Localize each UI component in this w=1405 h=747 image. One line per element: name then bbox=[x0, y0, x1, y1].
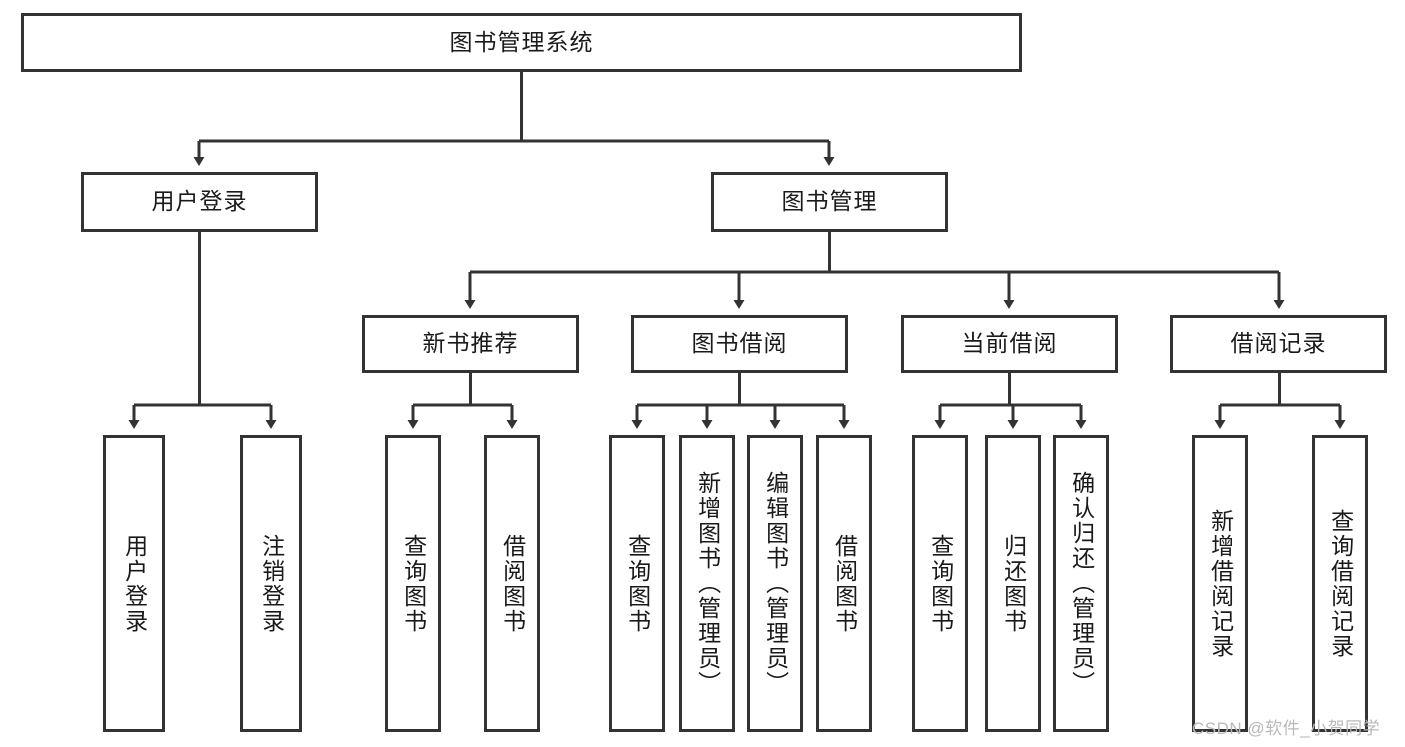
node-leaf-query-borrow-record[interactable]: 查询借阅记录 bbox=[1312, 435, 1368, 732]
csdn-watermark: CSDN @软件_小贺同学 bbox=[1192, 719, 1381, 738]
node-book-management[interactable]: 图书管理 bbox=[711, 172, 948, 232]
node-leaf-query-book-current-label: 查询图书 bbox=[927, 533, 954, 634]
node-leaf-borrow-book-recommend[interactable]: 借阅图书 bbox=[484, 435, 540, 732]
node-leaf-add-book-admin[interactable]: 新增图书（管理员） bbox=[679, 435, 735, 732]
node-user-login-label: 用户登录 bbox=[151, 188, 248, 215]
node-leaf-query-borrow-record-label: 查询借阅记录 bbox=[1327, 508, 1354, 659]
node-leaf-query-book-current[interactable]: 查询图书 bbox=[912, 435, 968, 732]
node-leaf-add-borrow-record-label: 新增借阅记录 bbox=[1207, 508, 1234, 659]
node-leaf-borrow-book-recommend-label: 借阅图书 bbox=[499, 533, 526, 634]
node-leaf-confirm-return-admin-label: 确认归还（管理员） bbox=[1068, 471, 1095, 696]
node-leaf-query-book-borrow-label: 查询图书 bbox=[624, 533, 651, 634]
node-leaf-query-book-borrow[interactable]: 查询图书 bbox=[609, 435, 665, 732]
node-root-label: 图书管理系统 bbox=[449, 28, 594, 55]
node-book-borrow-label: 图书借阅 bbox=[691, 330, 788, 357]
node-book-management-label: 图书管理 bbox=[781, 188, 878, 215]
node-leaf-user-login[interactable]: 用户登录 bbox=[103, 435, 165, 732]
node-current-borrow[interactable]: 当前借阅 bbox=[901, 315, 1118, 373]
node-root[interactable]: 图书管理系统 bbox=[21, 13, 1022, 72]
node-new-book-recommend-label: 新书推荐 bbox=[422, 330, 519, 357]
node-leaf-user-login-label: 用户登录 bbox=[121, 533, 148, 634]
node-leaf-return-book-label: 归还图书 bbox=[1000, 533, 1027, 634]
node-leaf-borrow-book-borrow-label: 借阅图书 bbox=[831, 533, 858, 634]
node-leaf-logout-login[interactable]: 注销登录 bbox=[240, 435, 302, 732]
node-borrow-record-label: 借阅记录 bbox=[1230, 330, 1327, 357]
node-leaf-query-book-recommend-label: 查询图书 bbox=[400, 533, 427, 634]
node-leaf-query-book-recommend[interactable]: 查询图书 bbox=[385, 435, 441, 732]
node-leaf-confirm-return-admin[interactable]: 确认归还（管理员） bbox=[1053, 435, 1109, 732]
node-book-borrow[interactable]: 图书借阅 bbox=[631, 315, 848, 373]
node-leaf-logout-login-label: 注销登录 bbox=[258, 533, 285, 634]
node-leaf-return-book[interactable]: 归还图书 bbox=[985, 435, 1041, 732]
node-borrow-record[interactable]: 借阅记录 bbox=[1170, 315, 1387, 373]
node-leaf-add-book-admin-label: 新增图书（管理员） bbox=[694, 471, 721, 696]
node-user-login[interactable]: 用户登录 bbox=[81, 172, 318, 232]
node-new-book-recommend[interactable]: 新书推荐 bbox=[362, 315, 579, 373]
node-leaf-edit-book-admin-label: 编辑图书（管理员） bbox=[762, 471, 789, 696]
node-current-borrow-label: 当前借阅 bbox=[961, 330, 1058, 357]
node-leaf-add-borrow-record[interactable]: 新增借阅记录 bbox=[1192, 435, 1248, 732]
node-leaf-borrow-book-borrow[interactable]: 借阅图书 bbox=[816, 435, 872, 732]
node-leaf-edit-book-admin[interactable]: 编辑图书（管理员） bbox=[747, 435, 803, 732]
